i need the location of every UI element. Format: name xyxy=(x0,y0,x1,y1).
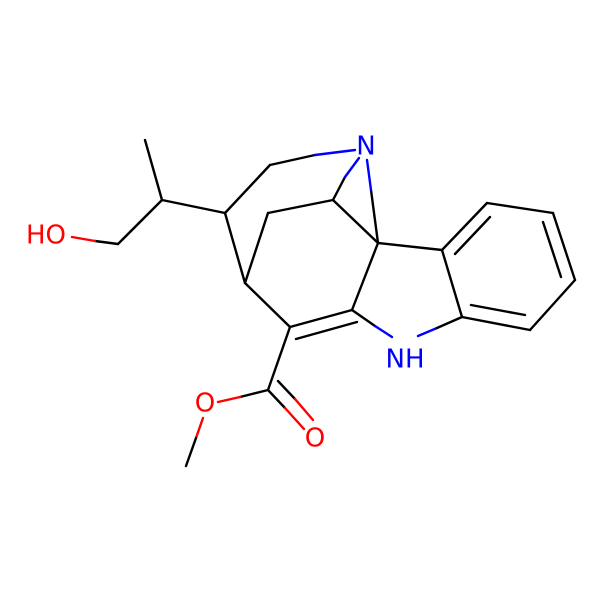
bond-c12-c13 xyxy=(528,278,577,332)
atom-label-indole-nh: NH xyxy=(386,345,425,375)
bond-c4-c8 xyxy=(243,281,292,329)
bond-c10-c12 xyxy=(460,315,532,332)
bond-c6-n xyxy=(331,175,347,202)
bond-o-methyl xyxy=(184,436,198,468)
bond-c9-nh xyxy=(350,308,377,328)
bond-c15-c11-double xyxy=(453,215,492,256)
bond-c7-c11 xyxy=(376,241,444,252)
bond-n-c7-blue xyxy=(365,158,373,192)
bond-c13-c14 xyxy=(551,211,577,282)
bond-c8-c9 xyxy=(288,308,354,329)
bond-c2-n-blue xyxy=(313,148,357,157)
bond-nh-c10 xyxy=(435,315,464,330)
bond-c8-c9-double xyxy=(294,320,359,341)
atom-label-layer: N NH HO O O xyxy=(26,132,425,454)
bond-carbonyl-o xyxy=(238,388,270,399)
bond-c3-c4 xyxy=(223,211,247,285)
bond-carbonyl-o-red xyxy=(216,395,242,404)
bond-c6-n-blue xyxy=(343,156,361,179)
bond-c5-c6 xyxy=(266,198,335,215)
bond-c2-n xyxy=(268,153,317,167)
bond-c9-c7 xyxy=(350,241,380,312)
bond-c6-c7 xyxy=(331,198,380,245)
bond-c11-c10 xyxy=(440,248,464,319)
bond-c3-c5 xyxy=(243,211,270,285)
bond-c15-c11 xyxy=(440,201,489,252)
bond-c8-carbonyl xyxy=(266,325,292,392)
bond-c13-c14-double xyxy=(541,220,563,279)
bond-carbonyl-eq-2-red xyxy=(293,397,315,422)
bond-ch2-o-red xyxy=(70,235,97,243)
atom-label-carbonyl-o: O xyxy=(305,424,325,454)
atom-label-hydroxyl: HO xyxy=(26,221,66,251)
bond-ch-ch2 xyxy=(116,198,164,246)
bond-n-c7 xyxy=(369,188,380,245)
bond-c10-c12-double xyxy=(469,303,527,317)
atom-label-ester-o: O xyxy=(195,389,215,419)
bond-carbonyl-eq-red xyxy=(283,406,306,431)
bond-o-methyl-red xyxy=(194,416,205,440)
bond-c9-nh-blue xyxy=(373,324,394,339)
bond-ch2-o xyxy=(93,239,120,246)
bond-ch-ring xyxy=(160,198,227,215)
bond-methyl-ch xyxy=(143,138,164,202)
bond-c14-c15 xyxy=(485,201,555,215)
bond-carbonyl-eq-2 xyxy=(276,379,297,401)
atom-label-bridge-n: N xyxy=(356,132,375,162)
bond-carbonyl-eq xyxy=(266,388,287,410)
bond-layer xyxy=(70,138,577,468)
bond-nh-c10-blue xyxy=(416,326,439,338)
bond-c3-c2 xyxy=(223,163,272,215)
